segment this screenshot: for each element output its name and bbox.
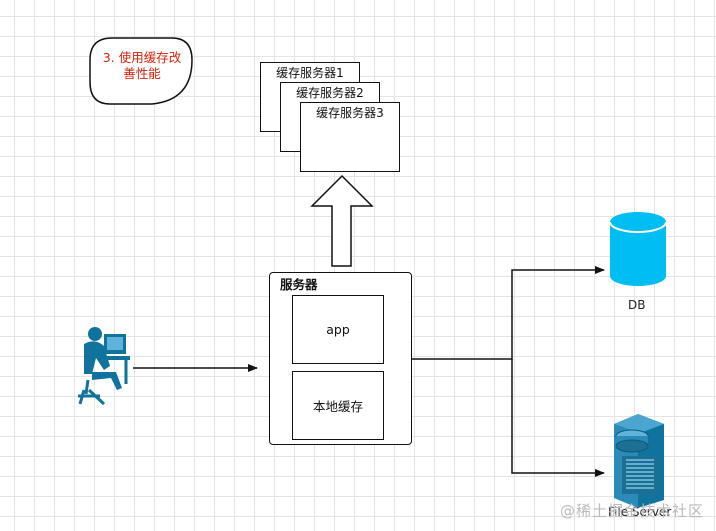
cache-server-3: 缓存服务器3: [300, 102, 400, 172]
server-title: 服务器: [280, 277, 318, 292]
cache-server-2-label: 缓存服务器2: [296, 86, 364, 100]
arrow-server-to-file-server: [511, 359, 605, 477]
note-text: 3. 使用缓存改 善性能: [90, 50, 194, 82]
db-label: DB: [628, 298, 646, 312]
app-label: app: [326, 322, 350, 337]
cache-server-3-label: 缓存服务器3: [316, 106, 384, 120]
file-server-icon: [614, 414, 664, 508]
server-box: 服务器 app 本地缓存: [269, 272, 412, 445]
local-cache-label: 本地缓存: [312, 399, 363, 414]
note-bubble: [89, 37, 193, 105]
arrow-server-to-db: [412, 266, 605, 360]
note-line-1: 3. 使用缓存改: [102, 50, 182, 65]
cache-server-1-label: 缓存服务器1: [276, 66, 344, 80]
note-line-2: 善性能: [123, 66, 161, 81]
arrow-server-to-cache: [310, 174, 374, 267]
local-cache-box: 本地缓存: [292, 371, 384, 440]
app-box: app: [292, 295, 384, 364]
db-cylinder-icon: [609, 212, 667, 286]
watermark: @稀土掘金技术社区: [559, 502, 704, 520]
user-at-computer-icon: [78, 327, 130, 406]
file-server-label: File Server: [608, 505, 672, 519]
